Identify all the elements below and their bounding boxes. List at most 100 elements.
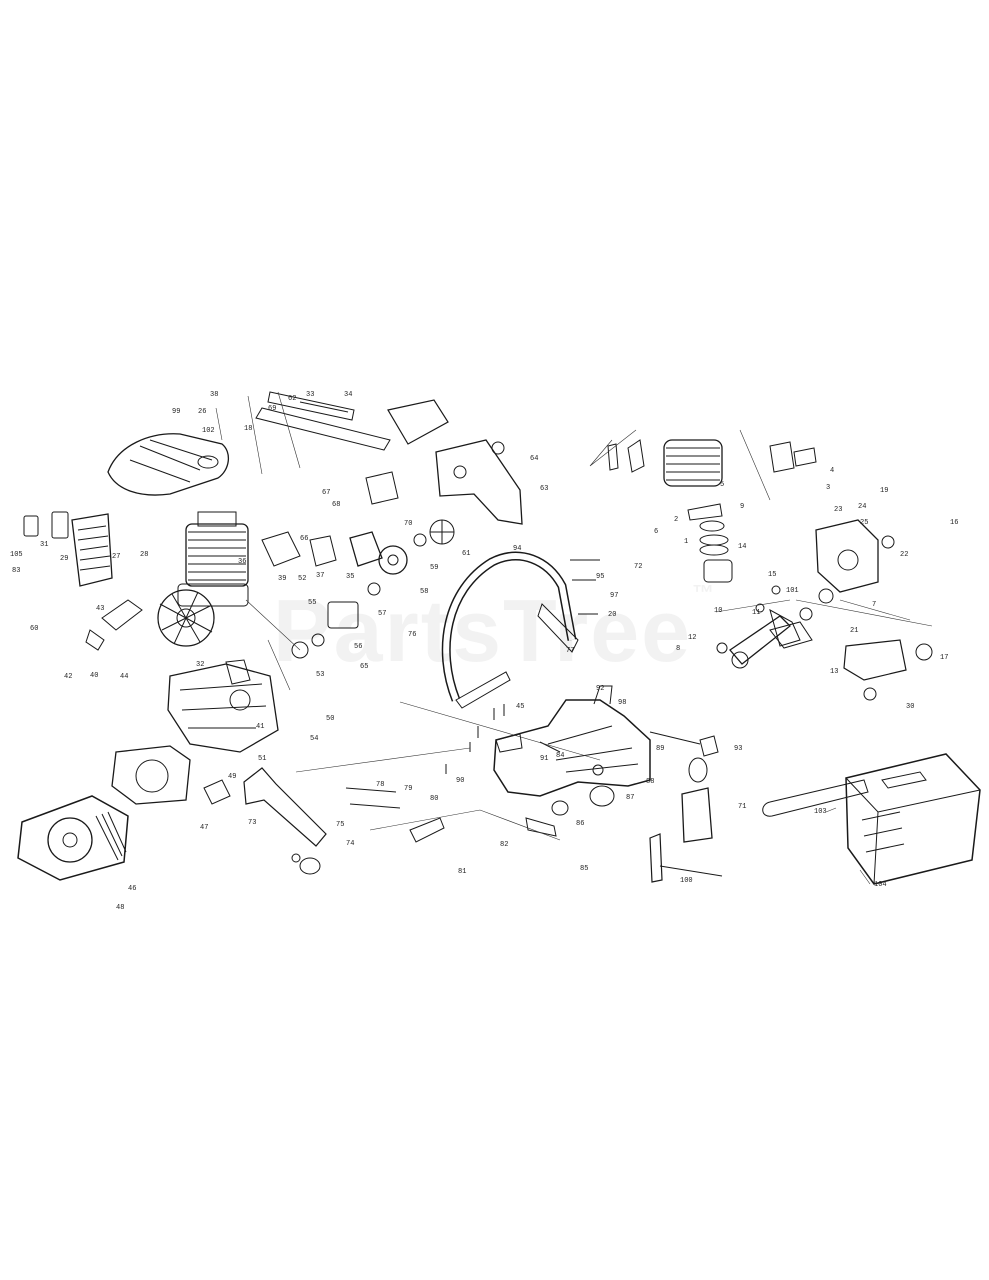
callout-label: 36 (238, 558, 246, 566)
callout-label: 42 (64, 673, 72, 681)
front-handle-part (441, 551, 579, 709)
flywheel-part (157, 589, 215, 647)
callout-label: 87 (626, 794, 634, 802)
callout-label: 13 (830, 668, 838, 676)
callout-label: 102 (202, 427, 215, 435)
callout-label: 4 (830, 467, 834, 475)
callout-label: 2 (674, 516, 678, 524)
spark-plug-part (649, 731, 719, 757)
callout-label: 75 (336, 821, 344, 829)
callout-label: 16 (950, 519, 958, 527)
recoil-starter-part (17, 795, 129, 881)
callout-label: 83 (12, 567, 20, 575)
callout-label: 44 (120, 673, 128, 681)
sprocket-part (429, 519, 455, 545)
callout-label: 33 (306, 391, 314, 399)
callout-label: 58 (420, 588, 428, 596)
piston-rings-part (687, 503, 733, 583)
callout-label: 30 (906, 703, 914, 711)
callout-label: 22 (900, 551, 908, 559)
callout-label: 72 (634, 563, 642, 571)
callout-label: 79 (404, 785, 412, 793)
callout-label: 51 (258, 755, 266, 763)
callout-label: 6 (654, 528, 658, 536)
leader-lines (215, 391, 933, 885)
callout-label: 41 (256, 723, 264, 731)
callout-label: 65 (360, 663, 368, 671)
callout-label: 73 (248, 819, 256, 827)
callout-label: 61 (462, 550, 470, 558)
callout-label: 82 (500, 841, 508, 849)
callout-label: 29 (60, 555, 68, 563)
callout-label: 35 (346, 573, 354, 581)
callout-label: 32 (196, 661, 204, 669)
callout-label: 60 (30, 625, 38, 633)
trigger-part (409, 764, 615, 843)
callout-label: 38 (210, 391, 218, 399)
callout-label: 34 (344, 391, 352, 399)
callout-label: 5 (720, 481, 724, 489)
callout-label: 20 (608, 611, 616, 619)
top-cover-part (107, 433, 229, 496)
callout-label: 103 (814, 808, 827, 816)
callout-label: 80 (430, 795, 438, 803)
oil-pump-right-part (843, 639, 933, 701)
callout-label: 46 (128, 885, 136, 893)
callout-label: 31 (40, 541, 48, 549)
callout-label: 3 (826, 484, 830, 492)
callout-label: 59 (430, 564, 438, 572)
oil-pump-part (291, 471, 399, 659)
callout-label: 39 (278, 575, 286, 583)
callout-label: 50 (326, 715, 334, 723)
callout-label: 21 (850, 627, 858, 635)
callout-label: 85 (580, 865, 588, 873)
callout-label: 56 (354, 643, 362, 651)
crankcase-part (167, 659, 279, 753)
callout-label: 105 (10, 551, 23, 559)
callout-label: 52 (298, 575, 306, 583)
callout-label: 11 (752, 609, 760, 617)
callout-label: 19 (880, 487, 888, 495)
callout-label: 14 (738, 543, 746, 551)
guide-bar-part (255, 391, 391, 451)
callout-labels: 34 33 55 57 58 59 61 64 63 93 71 104 103… (10, 391, 958, 912)
callout-label: 64 (530, 455, 538, 463)
callout-label: 71 (738, 803, 746, 811)
callout-label: 47 (200, 824, 208, 832)
callout-label: 18 (244, 425, 252, 433)
callout-label: 15 (768, 571, 776, 579)
callout-label: 49 (228, 773, 236, 781)
callout-label: 88 (646, 778, 654, 786)
muffler-part (769, 441, 817, 473)
rear-handle-housing-part (493, 685, 651, 797)
washers-part (755, 585, 834, 649)
callout-label: 26 (198, 408, 206, 416)
cylinder-part (177, 511, 249, 607)
callout-label: 7 (872, 601, 876, 609)
cylinder-right-part (607, 439, 723, 487)
callout-label: 53 (316, 671, 324, 679)
callout-label: 55 (308, 599, 316, 607)
crankcase-right-part (815, 519, 895, 593)
callout-label: 43 (96, 605, 104, 613)
callout-label: 90 (456, 777, 464, 785)
callout-label: 45 (516, 703, 524, 711)
callout-label: 101 (786, 587, 799, 595)
callout-label: 67 (322, 489, 330, 497)
callout-label: 24 (858, 503, 866, 511)
callout-label: 66 (300, 535, 308, 543)
callout-label: 25 (860, 519, 868, 527)
fastener-parts (345, 559, 600, 809)
callout-label: 63 (540, 485, 548, 493)
callout-label: 70 (404, 520, 412, 528)
callout-label: 68 (332, 501, 340, 509)
ignition-coil-part (85, 599, 143, 651)
callout-label: 95 (596, 573, 604, 581)
bracket-part (203, 767, 327, 875)
callout-label: 37 (316, 572, 324, 580)
callout-label: 40 (90, 672, 98, 680)
callout-label: 54 (310, 735, 318, 743)
callout-label: 76 (408, 631, 416, 639)
callout-label: 98 (618, 699, 626, 707)
